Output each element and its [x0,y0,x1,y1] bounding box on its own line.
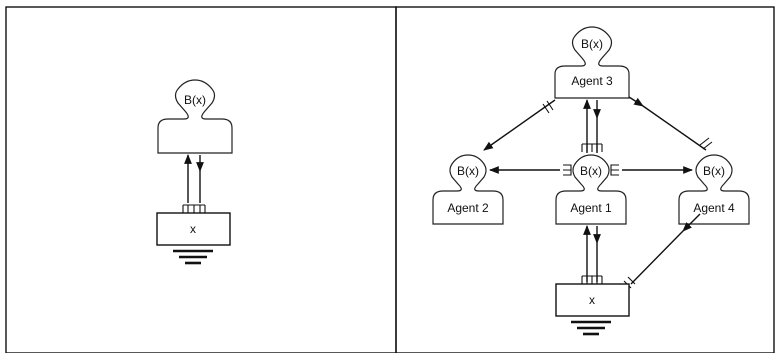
agent1-top-sensor [581,143,603,152]
arrow-agent3-to-agent2 [483,99,556,151]
arrow-agent4-to-env-head [682,213,701,232]
agent-3: B(x) Agent 3 [554,26,630,99]
env-top-sensor [581,275,603,284]
right-environment-box [555,283,630,317]
arrow-agent3-to-agent4-shaft [642,105,707,151]
agent-2-name: Agent 2 [447,201,489,215]
agent-head-label: B(x) [184,93,206,107]
agent-2: B(x) Agent 2 [432,154,504,225]
agent-1-body-shape [555,154,627,225]
right-environment-label: x [589,293,595,307]
left-environment-box [156,212,231,246]
left-environment-label: x [190,222,196,236]
agent-3-body-shape [554,26,630,99]
right-panel-frame [395,6,775,353]
agent1-right-sensor [610,164,619,176]
agent-4-name: Agent 4 [693,201,735,215]
agent-2-body-shape [432,154,504,225]
agent-3-name: Agent 3 [571,74,613,88]
left-panel-frame [5,6,397,353]
agent-1: B(x) Agent 1 [555,154,627,225]
agent-2-head-label: B(x) [457,164,479,178]
agent1-left-sensor [563,164,572,176]
agent-1-name: Agent 1 [570,201,612,215]
agent3-left-sensor [542,100,554,114]
agent-3-head-label: B(x) [581,37,603,51]
agent4-top-sensor [699,137,713,150]
arrow-agent4-to-env-shaft [630,230,684,285]
right-ground-icon [569,320,613,336]
arrow-agent3-to-agent4-head [628,96,644,107]
agent-4-body-shape [678,154,750,225]
left-ground-icon [171,249,215,265]
left-agent: B(x) [157,79,233,154]
agent-4: B(x) Agent 4 [678,154,750,225]
agent-1-head-label: B(x) [580,164,602,178]
agent-4-head-label: B(x) [703,164,725,178]
left-sensor-bracket [182,204,206,213]
agent-body-shape [157,79,233,154]
